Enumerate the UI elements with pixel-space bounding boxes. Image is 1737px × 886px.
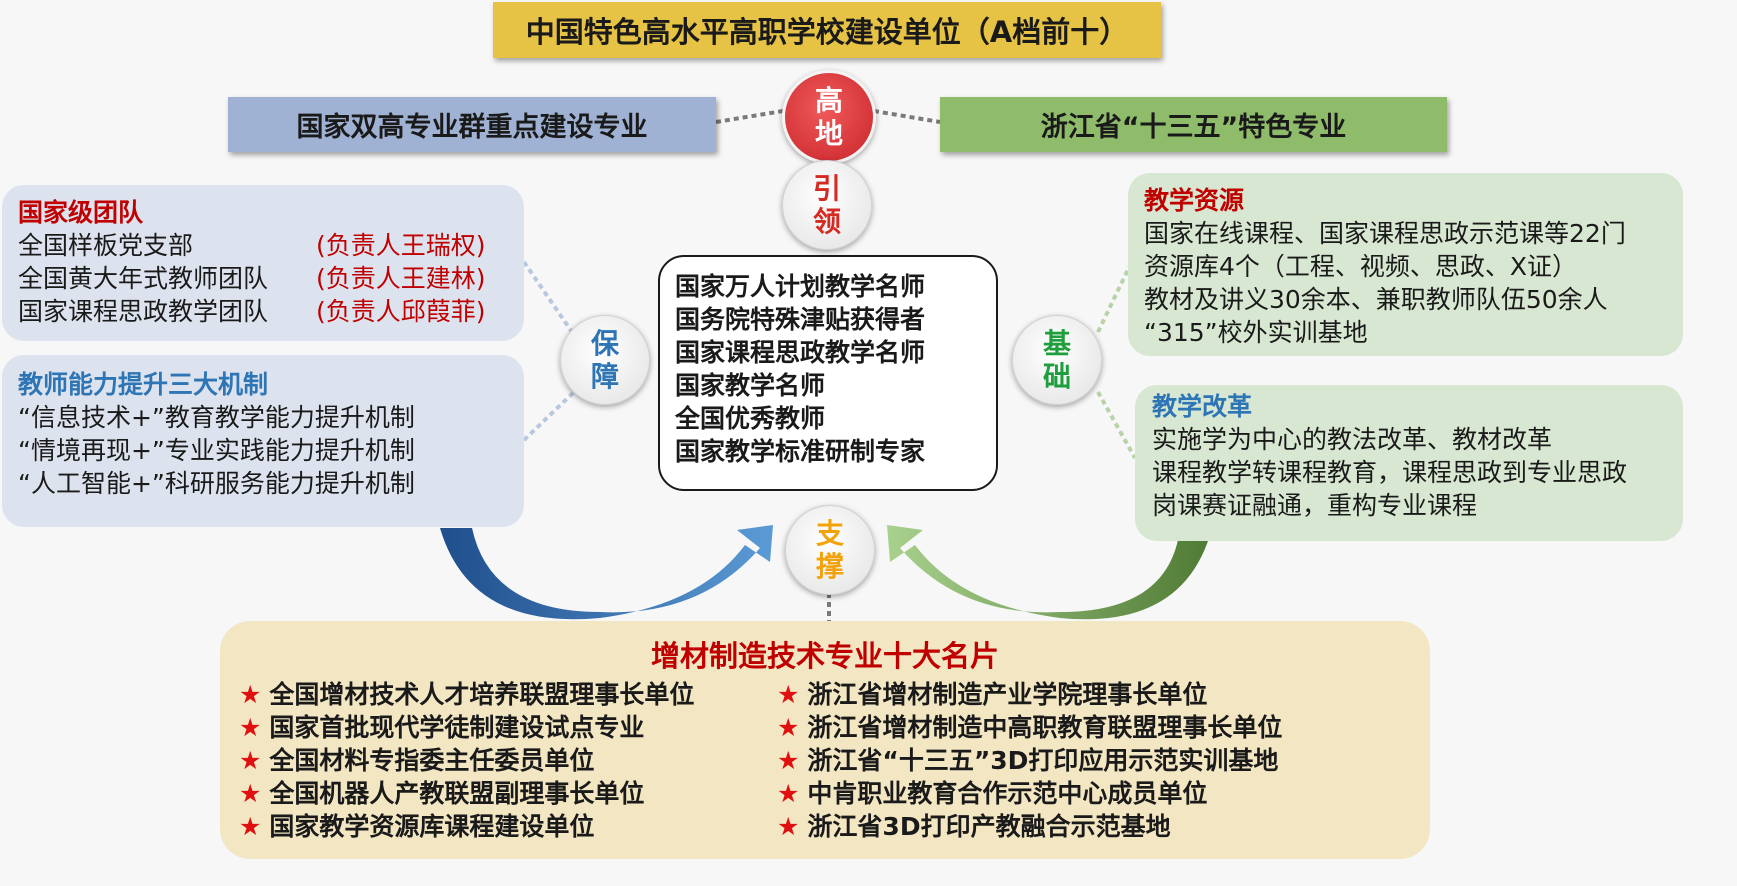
honor-item: 国家万人计划教学名师 bbox=[675, 272, 926, 301]
circle-zhicheng: 支 撑 bbox=[785, 505, 875, 595]
honor-item: 国务院特殊津贴获得者 bbox=[675, 305, 926, 334]
star-icon: ★ bbox=[777, 812, 800, 841]
highlight-text: 国家首批现代学徒制建设试点专业 bbox=[269, 713, 645, 742]
connector-baozhang-team bbox=[522, 260, 576, 337]
highlight-item: ★浙江省3D打印产教融合示范基地 bbox=[777, 810, 1282, 843]
circle-zhicheng-char-2: 撑 bbox=[815, 550, 844, 583]
circle-yinling: 引 领 bbox=[782, 160, 872, 250]
star-icon: ★ bbox=[777, 746, 800, 775]
resource-item: 国家在线课程、国家课程思政示范课等22门 bbox=[1144, 219, 1626, 248]
team-row: 全国样板党支部 (负责人王瑞权) bbox=[18, 229, 524, 262]
honor-item: 国家教学名师 bbox=[675, 371, 826, 400]
reform-item: 课程教学转课程教育，课程思政到专业思政 bbox=[1152, 458, 1628, 487]
team-lead: (负责人邱葭菲) bbox=[316, 297, 486, 326]
star-icon: ★ bbox=[239, 812, 262, 841]
teacher-honors-box: 国家万人计划教学名师 国务院特殊津贴获得者 国家课程思政教学名师 国家教学名师 … bbox=[658, 255, 998, 491]
mechanism-heading: 教师能力提升三大机制 bbox=[18, 370, 269, 399]
school-title-banner: 中国特色高水平高职学校建设单位（A档前十） bbox=[493, 2, 1161, 58]
teaching-resources-panel: 教学资源 国家在线课程、国家课程思政示范课等22门 资源库4个（工程、视频、思政… bbox=[1128, 173, 1683, 356]
honor-item: 全国优秀教师 bbox=[675, 404, 826, 433]
circle-jichu-char-2: 础 bbox=[1042, 360, 1071, 393]
circle-jichu-char-1: 基 bbox=[1042, 327, 1071, 360]
mechanism-item: “信息技术+”教育教学能力提升机制 bbox=[18, 403, 415, 432]
teaching-reform-panel: 教学改革 实施学为中心的教法改革、教材改革 课程教学转课程教育，课程思政到专业思… bbox=[1135, 385, 1683, 541]
reform-item: 实施学为中心的教法改革、教材改革 bbox=[1152, 425, 1553, 454]
circle-jichu: 基 础 bbox=[1012, 315, 1102, 405]
national-team-panel: 国家级团队 全国样板党支部 (负责人王瑞权) 全国黄大年式教师团队 (负责人王建… bbox=[2, 185, 524, 341]
resource-item: 教材及讲义30余本、兼职教师队伍50余人 bbox=[1144, 285, 1608, 314]
mechanism-item: “人工智能+”科研服务能力提升机制 bbox=[18, 469, 415, 498]
highlight-item: ★浙江省增材制造中高职教育联盟理事长单位 bbox=[777, 711, 1282, 744]
connector-gaodi-left bbox=[715, 109, 784, 124]
national-key-major-banner: 国家双高专业群重点建设专业 bbox=[228, 97, 716, 152]
circle-yinling-char-2: 领 bbox=[812, 205, 841, 238]
highlight-text: 浙江省增材制造中高职教育联盟理事长单位 bbox=[807, 713, 1283, 742]
blue-arrow bbox=[440, 525, 773, 620]
highlight-item: ★中肯职业教育合作示范中心成员单位 bbox=[777, 777, 1282, 810]
teacher-mechanism-panel: 教师能力提升三大机制 “信息技术+”教育教学能力提升机制 “情境再现+”专业实践… bbox=[2, 355, 524, 527]
circle-yinling-char-1: 引 bbox=[812, 172, 841, 205]
circle-gaodi-char-1: 高 bbox=[814, 84, 843, 117]
honor-item: 国家课程思政教学名师 bbox=[675, 338, 926, 367]
resource-item: 资源库4个（工程、视频、思政、X证） bbox=[1144, 252, 1578, 281]
circle-zhicheng-char-1: 支 bbox=[815, 517, 844, 550]
reform-heading: 教学改革 bbox=[1152, 392, 1253, 421]
highlight-item: ★全国机器人产教联盟副理事长单位 bbox=[239, 777, 694, 810]
honor-item: 国家教学标准研制专家 bbox=[675, 437, 926, 466]
team-row: 国家课程思政教学团队 (负责人邱葭菲) bbox=[18, 295, 524, 328]
connector-jichu-reform bbox=[1096, 391, 1137, 459]
mechanism-item: “情境再现+”专业实践能力提升机制 bbox=[18, 436, 415, 465]
star-icon: ★ bbox=[239, 713, 262, 742]
highlight-item: ★国家教学资源库课程建设单位 bbox=[239, 810, 694, 843]
highlight-text: 全国机器人产教联盟副理事长单位 bbox=[269, 779, 645, 808]
team-name: 全国黄大年式教师团队 bbox=[18, 264, 269, 293]
circle-gaodi: 高 地 bbox=[782, 70, 876, 164]
highlight-text: 中肯职业教育合作示范中心成员单位 bbox=[807, 779, 1208, 808]
highlight-item: ★浙江省“十三五”3D打印应用示范实训基地 bbox=[777, 744, 1282, 777]
highlight-item: ★全国材料专指委主任委员单位 bbox=[239, 744, 694, 777]
zhejiang-feature-major-banner: 浙江省“十三五”特色专业 bbox=[940, 97, 1447, 152]
star-icon: ★ bbox=[777, 680, 800, 709]
circle-baozhang-char-1: 保 bbox=[590, 327, 619, 360]
highlight-text: 浙江省增材制造产业学院理事长单位 bbox=[807, 680, 1208, 709]
highlight-item: ★浙江省增材制造产业学院理事长单位 bbox=[777, 678, 1282, 711]
highlight-text: 全国增材技术人才培养联盟理事长单位 bbox=[269, 680, 695, 709]
green-arrow bbox=[887, 525, 1212, 620]
highlight-item: ★全国增材技术人才培养联盟理事长单位 bbox=[239, 678, 694, 711]
connector-baozhang-mech bbox=[522, 390, 576, 442]
highlight-text: 浙江省3D打印产教融合示范基地 bbox=[807, 812, 1171, 841]
connector-gaodi-right bbox=[873, 109, 941, 124]
circle-baozhang-char-2: 障 bbox=[590, 360, 619, 393]
team-name: 国家课程思政教学团队 bbox=[18, 297, 269, 326]
resources-heading: 教学资源 bbox=[1144, 186, 1245, 215]
highlight-text: 全国材料专指委主任委员单位 bbox=[269, 746, 595, 775]
star-icon: ★ bbox=[777, 713, 800, 742]
team-lead: (负责人王建林) bbox=[316, 264, 486, 293]
resource-item: “315”校外实训基地 bbox=[1144, 318, 1368, 347]
star-icon: ★ bbox=[239, 779, 262, 808]
team-lead: (负责人王瑞权) bbox=[316, 231, 486, 260]
reform-item: 岗课赛证融通，重构专业课程 bbox=[1152, 491, 1478, 520]
national-team-heading: 国家级团队 bbox=[18, 198, 144, 227]
highlights-right-column: ★浙江省增材制造产业学院理事长单位 ★浙江省增材制造中高职教育联盟理事长单位 ★… bbox=[777, 678, 1282, 843]
highlights-left-column: ★全国增材技术人才培养联盟理事长单位 ★国家首批现代学徒制建设试点专业 ★全国材… bbox=[239, 678, 694, 843]
circle-gaodi-char-2: 地 bbox=[814, 117, 843, 150]
star-icon: ★ bbox=[239, 680, 262, 709]
ten-highlights-panel: 增材制造技术专业十大名片 ★全国增材技术人才培养联盟理事长单位 ★国家首批现代学… bbox=[220, 621, 1430, 859]
highlight-item: ★国家首批现代学徒制建设试点专业 bbox=[239, 711, 694, 744]
star-icon: ★ bbox=[777, 779, 800, 808]
team-row: 全国黄大年式教师团队 (负责人王建林) bbox=[18, 262, 524, 295]
highlight-text: 国家教学资源库课程建设单位 bbox=[269, 812, 595, 841]
highlights-title: 增材制造技术专业十大名片 bbox=[650, 639, 999, 673]
circle-baozhang: 保 障 bbox=[560, 315, 650, 405]
highlight-text: 浙江省“十三五”3D打印应用示范实训基地 bbox=[807, 746, 1279, 775]
star-icon: ★ bbox=[239, 746, 262, 775]
team-name: 全国样板党支部 bbox=[18, 231, 194, 260]
